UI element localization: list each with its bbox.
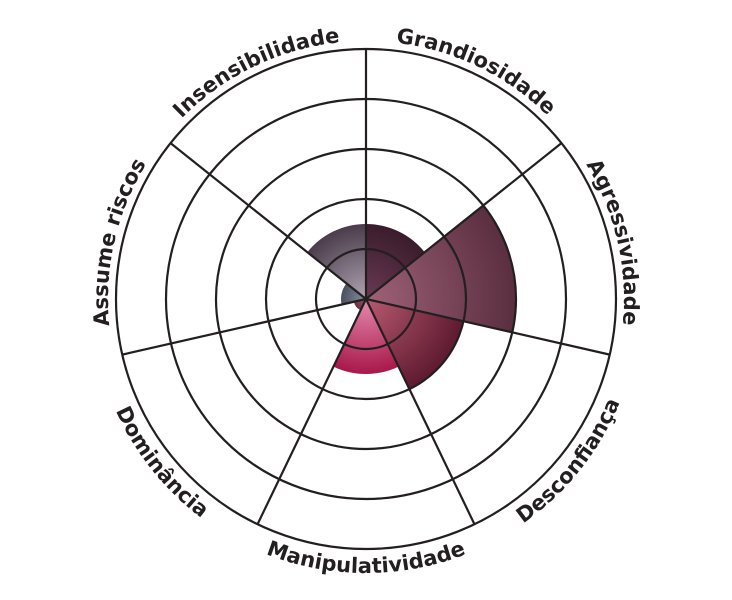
- category-label: Assume riscos: [89, 154, 151, 327]
- category-label: Agressividade: [582, 155, 643, 326]
- sector-0: [366, 224, 425, 299]
- grid-spoke: [365, 298, 476, 525]
- category-label: Insensibilidade: [168, 23, 340, 122]
- grid-spoke: [169, 142, 367, 300]
- category-label: Grandiosidade: [395, 24, 561, 120]
- sector-5: [341, 283, 366, 305]
- grid-spoke: [256, 298, 367, 525]
- sector-3: [333, 299, 399, 375]
- category-label: Manipulatividade: [264, 536, 468, 578]
- grid: [114, 47, 618, 551]
- sectors: [307, 205, 516, 390]
- grid-spoke: [365, 297, 610, 356]
- grid-spoke: [122, 297, 367, 356]
- grid-spoke: [365, 142, 563, 300]
- sector-1: [366, 205, 516, 333]
- category-label: Dominância: [111, 402, 213, 522]
- sector-6: [307, 224, 366, 299]
